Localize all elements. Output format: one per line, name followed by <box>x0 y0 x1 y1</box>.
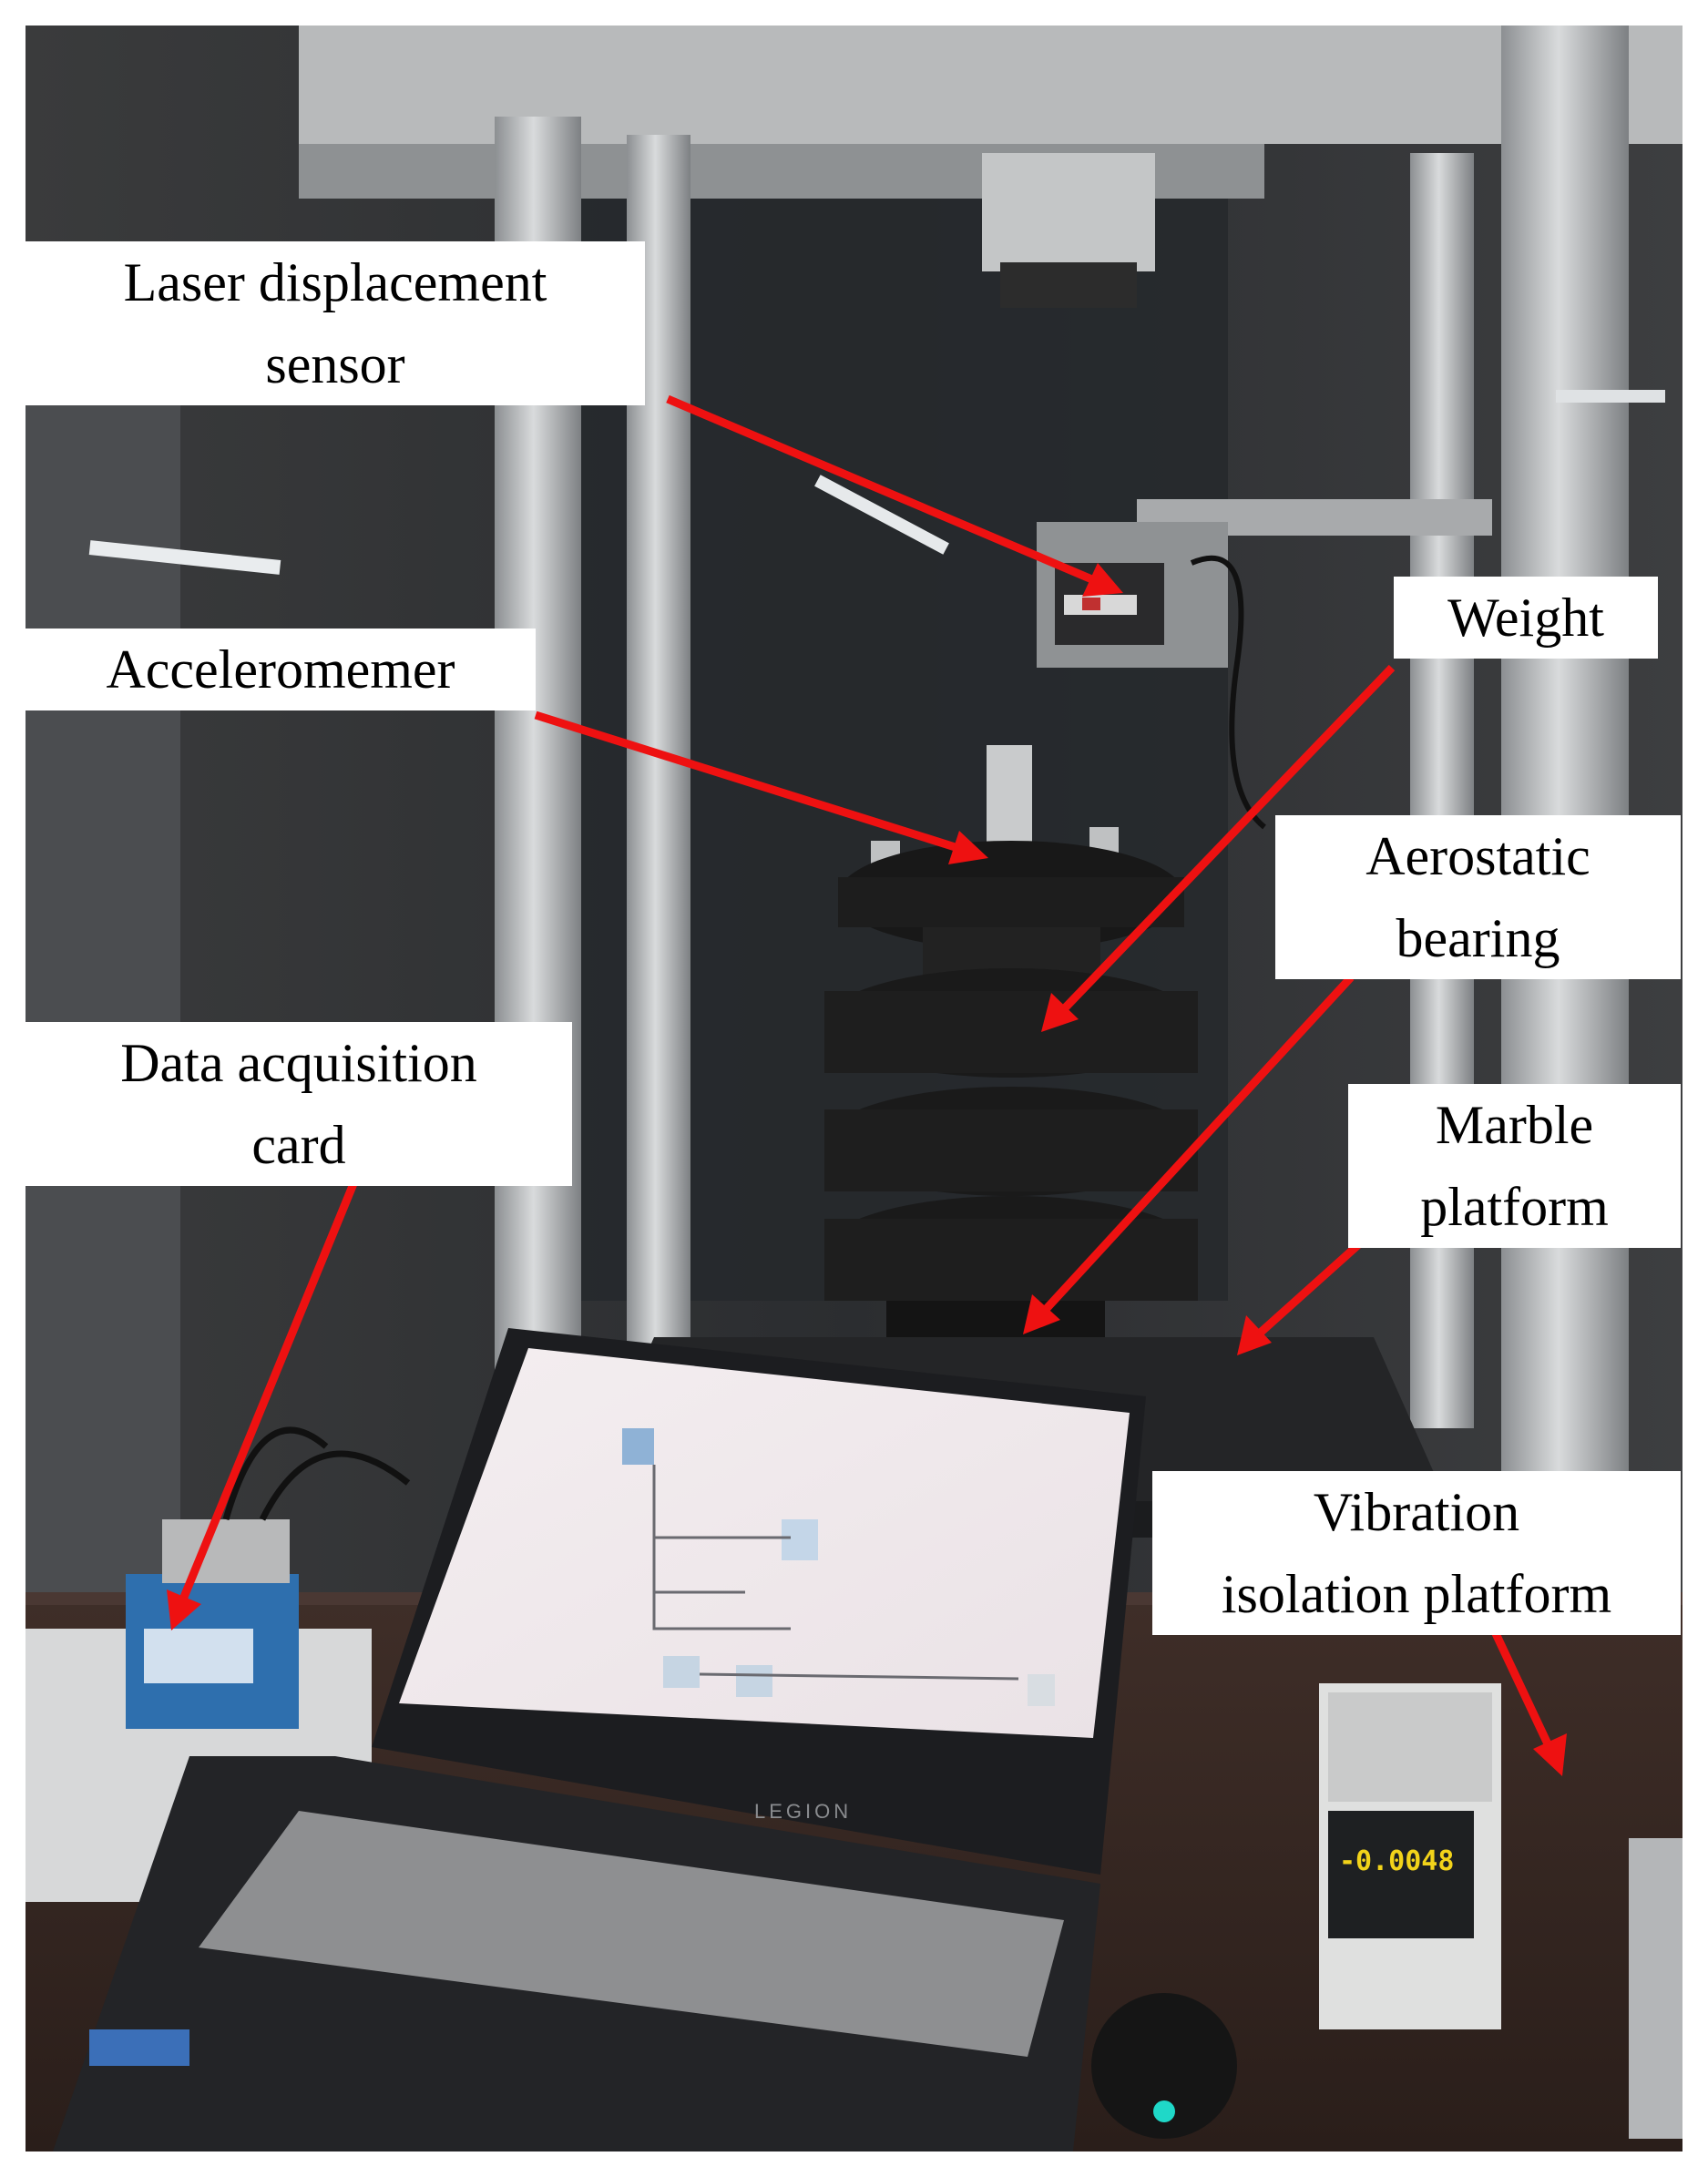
weight-plate-side <box>824 1109 1198 1191</box>
label-line: card <box>251 1115 346 1175</box>
meter-readout: -0.0048 <box>1339 1845 1454 1877</box>
light-reflection <box>814 475 949 555</box>
arrowhead <box>948 831 988 864</box>
arrow-data-card <box>176 1149 372 1608</box>
label-aerostatic-bearing: Aerostatic bearing <box>1275 815 1681 979</box>
laptop-keyboard <box>199 1811 1064 2057</box>
screen-block <box>782 1519 818 1560</box>
weight-plate-side <box>824 1219 1198 1301</box>
arrowhead <box>167 1589 201 1630</box>
bnc-connectors <box>162 1519 290 1583</box>
arrowhead <box>1041 993 1079 1032</box>
laptop-brand: LEGION <box>754 1800 852 1823</box>
actuator-base <box>1000 262 1137 308</box>
arrowhead <box>1533 1733 1567 1776</box>
arrow-weight <box>1056 664 1396 1017</box>
label-weight: Weight <box>1394 577 1658 659</box>
screen-block <box>663 1656 700 1688</box>
label-laser-displacement-sensor: Laser displacement sensor <box>26 241 645 405</box>
arrowhead <box>1023 1294 1060 1334</box>
screen-wires <box>652 1465 1019 1681</box>
label-data-acquisition-card: Data acquisition card <box>26 1022 572 1186</box>
label-line: Marble <box>1435 1095 1594 1155</box>
laptop-screen <box>399 1348 1130 1738</box>
label-marble-platform: Marble platform <box>1348 1084 1681 1248</box>
light-reflection <box>88 540 281 575</box>
annotation-arrows <box>167 394 1567 1776</box>
label-line: Weight <box>1447 588 1604 648</box>
data-acquisition-card-label <box>144 1629 253 1683</box>
weight-plate-side <box>824 991 1198 1073</box>
controller-meter-vent <box>1328 1692 1492 1802</box>
mouse-led <box>1153 2100 1175 2122</box>
screen-block <box>1028 1674 1055 1706</box>
label-line: Data acquisition <box>120 1033 477 1093</box>
arrowhead <box>1237 1315 1272 1355</box>
label-line: bearing <box>1396 908 1560 968</box>
label-line: Laser displacement <box>123 252 547 312</box>
laptop-sticker <box>89 2029 189 2066</box>
label-line: Acceleromemer <box>106 639 455 700</box>
card-cables <box>222 1426 411 1521</box>
label-line: Aerostatic <box>1365 826 1590 886</box>
label-line: platform <box>1420 1177 1609 1237</box>
laser-sensor-mark <box>1082 598 1100 610</box>
sensor-cable <box>1190 555 1266 830</box>
light-reflection <box>1556 390 1665 403</box>
label-line: Vibration <box>1313 1482 1520 1542</box>
label-line: isolation platform <box>1221 1564 1612 1624</box>
arrow-laser-sensor <box>666 394 1102 588</box>
arrow-accelerometer <box>534 710 966 854</box>
actuator-block <box>982 153 1155 271</box>
arrow-aerostatic-bearing <box>1038 974 1355 1318</box>
screen-block <box>622 1428 654 1465</box>
meter-display <box>1328 1811 1474 1938</box>
arrowhead <box>1082 563 1123 597</box>
power-supply <box>1629 1838 1682 2139</box>
label-vibration-isolation-platform: Vibration isolation platform <box>1152 1471 1681 1635</box>
label-line: sensor <box>265 334 405 394</box>
mouse <box>1091 1993 1237 2139</box>
label-accelerometer: Acceleromemer <box>26 629 536 710</box>
screen-block <box>736 1665 772 1697</box>
weight-plate-top-side <box>838 877 1184 927</box>
